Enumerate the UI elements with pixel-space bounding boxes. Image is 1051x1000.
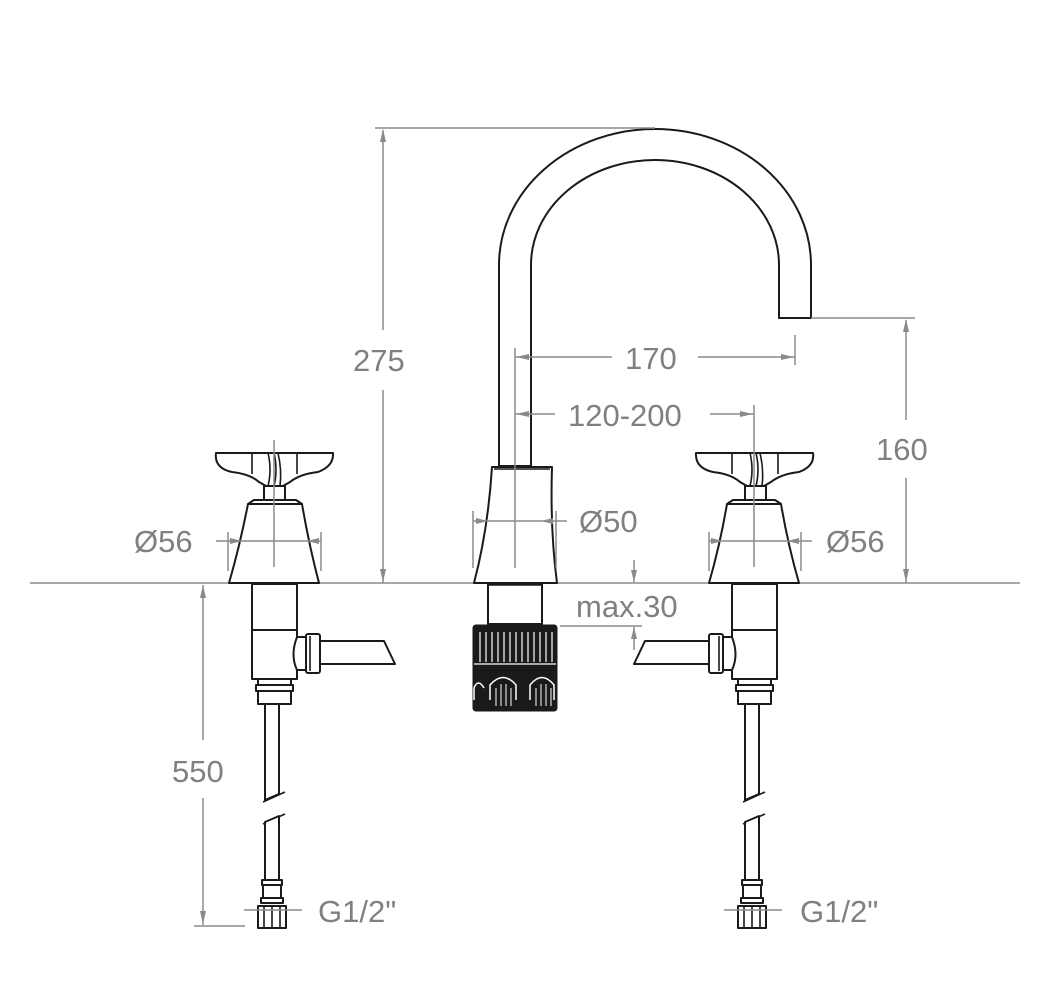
right-handle-diameter-label: Ø56 xyxy=(826,524,885,559)
spout-reach-label: 170 xyxy=(625,341,677,376)
handle-spacing-label: 120-200 xyxy=(568,398,682,433)
overall-height-label: 275 xyxy=(353,343,405,378)
dimension-lines xyxy=(194,127,915,927)
hose-length-label: 550 xyxy=(172,754,224,789)
outlet-height-label: 160 xyxy=(876,432,928,467)
spout-base-diameter-label: Ø50 xyxy=(579,504,638,539)
left-handle xyxy=(214,452,396,929)
left-handle-diameter-label: Ø56 xyxy=(134,524,193,559)
max-deck-thickness-label: max.30 xyxy=(576,589,678,624)
right-handle xyxy=(633,452,815,929)
spout-fixing-nut xyxy=(472,624,558,712)
left-thread-label: G1/2" xyxy=(318,894,396,929)
right-thread-label: G1/2" xyxy=(800,894,878,929)
